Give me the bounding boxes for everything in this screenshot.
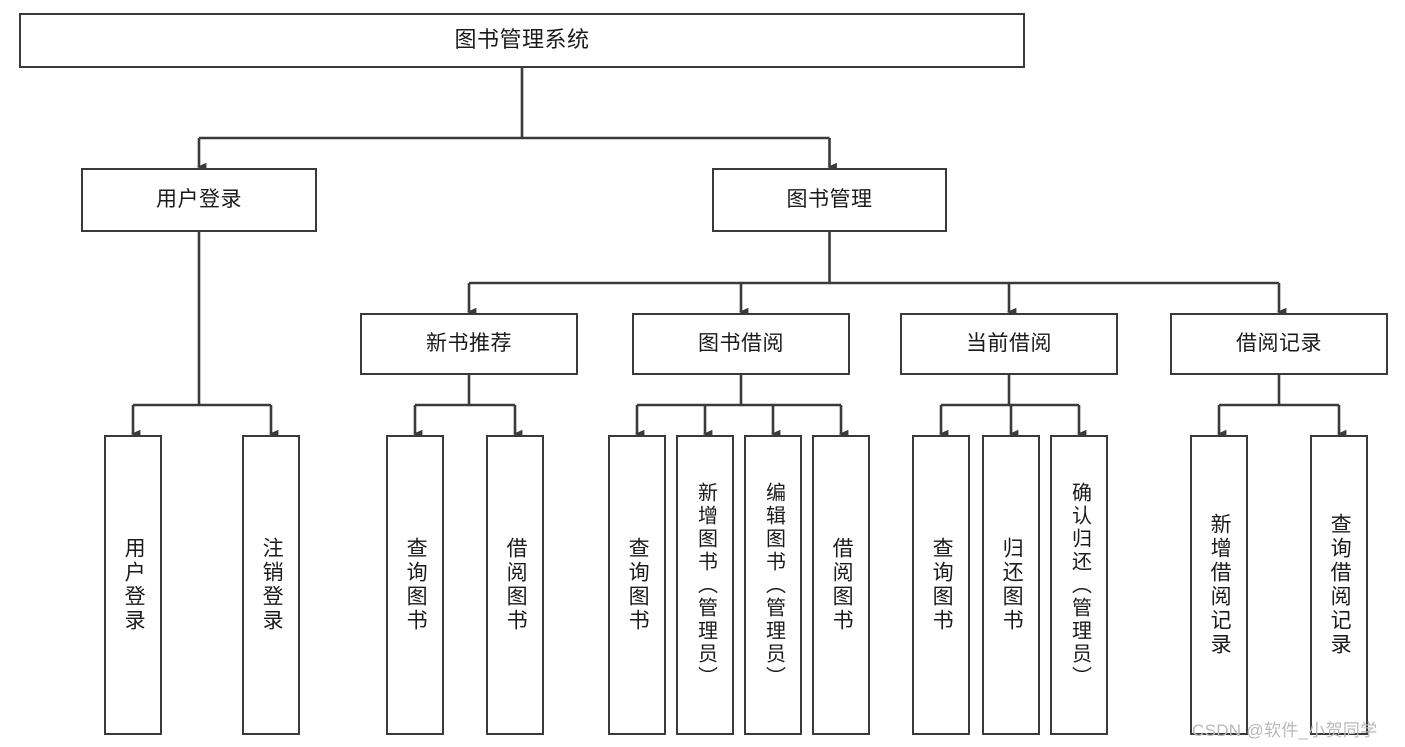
node-label: 用户登录	[156, 188, 242, 212]
node-label: 当前借阅	[966, 332, 1052, 356]
node-label: 新增借阅记录	[1208, 513, 1232, 657]
node-leaf08[interactable]: 借阅图书	[812, 435, 870, 735]
node-l3c[interactable]: 当前借阅	[900, 313, 1118, 375]
node-label: 借阅图书	[830, 537, 854, 633]
node-leaf05[interactable]: 查询图书	[608, 435, 666, 735]
node-leaf01[interactable]: 用户登录	[104, 435, 162, 735]
node-label: 新书推荐	[426, 332, 512, 356]
node-label: 图书管理系统	[454, 27, 590, 53]
node-leaf09[interactable]: 查询图书	[912, 435, 970, 735]
node-leaf07[interactable]: 编辑图书（管理员）	[744, 435, 802, 735]
node-label: 查询图书	[404, 537, 428, 633]
node-leaf11[interactable]: 确认归还（管理员）	[1050, 435, 1108, 735]
node-leaf12[interactable]: 新增借阅记录	[1190, 435, 1248, 735]
csdn-watermark: CSDN @软件_小贺同学	[1192, 721, 1378, 740]
node-label: 查询图书	[626, 537, 650, 633]
node-leaf03[interactable]: 查询图书	[386, 435, 444, 735]
node-l2b[interactable]: 图书管理	[712, 168, 947, 232]
node-label: 注销登录	[260, 537, 284, 633]
node-label: 图书借阅	[698, 332, 784, 356]
node-label: 用户登录	[122, 537, 146, 633]
node-label: 归还图书	[1000, 537, 1024, 633]
node-label: 查询图书	[930, 537, 954, 633]
node-l3a[interactable]: 新书推荐	[360, 313, 578, 375]
node-l3d[interactable]: 借阅记录	[1170, 313, 1388, 375]
node-leaf13[interactable]: 查询借阅记录	[1310, 435, 1368, 735]
node-label: 查询借阅记录	[1328, 513, 1352, 657]
node-leaf10[interactable]: 归还图书	[982, 435, 1040, 735]
node-label: 编辑图书（管理员）	[762, 481, 785, 689]
node-label: 新增图书（管理员）	[694, 481, 717, 689]
node-label: 借阅图书	[504, 537, 528, 633]
node-label: 图书管理	[786, 188, 873, 212]
node-l2a[interactable]: 用户登录	[81, 168, 317, 232]
node-label: 确认归还（管理员）	[1068, 481, 1091, 689]
node-label: 借阅记录	[1236, 332, 1322, 356]
node-root[interactable]: 图书管理系统	[19, 13, 1025, 68]
node-l3b[interactable]: 图书借阅	[632, 313, 850, 375]
node-leaf02[interactable]: 注销登录	[242, 435, 300, 735]
node-leaf04[interactable]: 借阅图书	[486, 435, 544, 735]
node-leaf06[interactable]: 新增图书（管理员）	[676, 435, 734, 735]
